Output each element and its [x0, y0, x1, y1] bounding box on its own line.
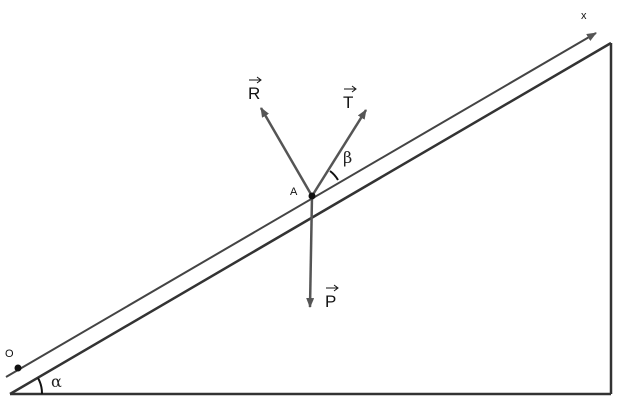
- weight-label: P: [325, 284, 339, 311]
- weight-vector: [306, 195, 315, 308]
- tension-label-text: T: [343, 93, 353, 112]
- reaction-label-text: R: [248, 84, 260, 103]
- axis-label: x: [581, 10, 587, 22]
- reaction-label-arrowhead: [256, 76, 262, 84]
- point-a-dot: [308, 192, 316, 200]
- force-vectors: [259, 107, 368, 308]
- x-axis: [5, 32, 597, 378]
- beta-label: β: [343, 148, 352, 167]
- tension-vector: [310, 109, 368, 197]
- reaction-label: R: [248, 76, 262, 103]
- origin-label: O: [5, 348, 14, 360]
- reaction-vector: [259, 107, 314, 197]
- alpha-angle-arc: [37, 377, 44, 395]
- tension-label-arrowhead: [351, 85, 357, 93]
- point-a-label: A: [290, 186, 298, 198]
- weight-label-arrowhead: [333, 284, 339, 292]
- weight-label-text: P: [325, 292, 336, 311]
- tension-label: T: [343, 85, 357, 112]
- alpha-label: α: [51, 372, 62, 391]
- origin-dot: [14, 364, 22, 372]
- beta-angle-arc: [329, 170, 339, 181]
